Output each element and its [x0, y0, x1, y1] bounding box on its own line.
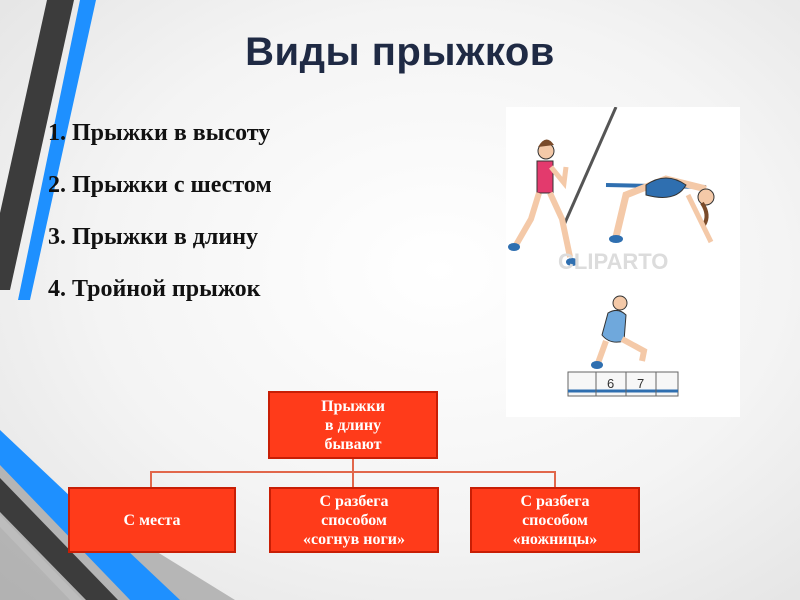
diagram-child-box: С места [68, 487, 236, 553]
list-item: 4. Тройной прыжок [48, 276, 261, 302]
list-item: 2. Прыжки с шестом [48, 172, 272, 198]
vault-pole [562, 107, 618, 226]
diagram-child-label: С разбега способом «ножницы» [512, 492, 598, 548]
slide-title: Виды прыжков [245, 30, 555, 74]
connector-vertical [352, 459, 354, 471]
list-item: 3. Прыжки в длину [48, 224, 259, 250]
diagram-child-box: С разбега способом «согнув ноги» [269, 487, 439, 553]
diagram-child-label: С места [123, 511, 181, 529]
dark-stripe-bottom [0, 478, 118, 600]
ruler-number: 6 [607, 376, 614, 391]
blue-stripe-top [18, 0, 96, 300]
diagram-child-box: С разбега способом «ножницы» [470, 487, 640, 553]
light-stripe-bottom [0, 515, 82, 600]
athletes-illustration: CLIPARTO 6 7 [506, 107, 740, 417]
jump-types-list: 1. Прыжки в высоту 2. Прыжки с шестом 3.… [48, 115, 272, 323]
watermark-text: CLIPARTO [558, 249, 668, 274]
connector-drop [150, 471, 152, 487]
pole-vaulter-figure [508, 139, 578, 266]
landing-ruler: 6 7 [567, 371, 679, 397]
high-jumper-figure [609, 175, 715, 244]
connector-drop [352, 471, 354, 487]
dark-stripe-top [0, 0, 74, 290]
long-jumper-figure [591, 295, 648, 369]
diagram-root-box: Прыжки в длину бывают [268, 391, 438, 459]
ruler-number: 7 [637, 376, 644, 391]
list-item: 1. Прыжки в высоту [48, 120, 271, 146]
diagram-child-label: С разбега способом «согнув ноги» [303, 492, 405, 548]
connector-drop [554, 471, 556, 487]
diagram-root-label: Прыжки в длину бывают [321, 397, 385, 453]
